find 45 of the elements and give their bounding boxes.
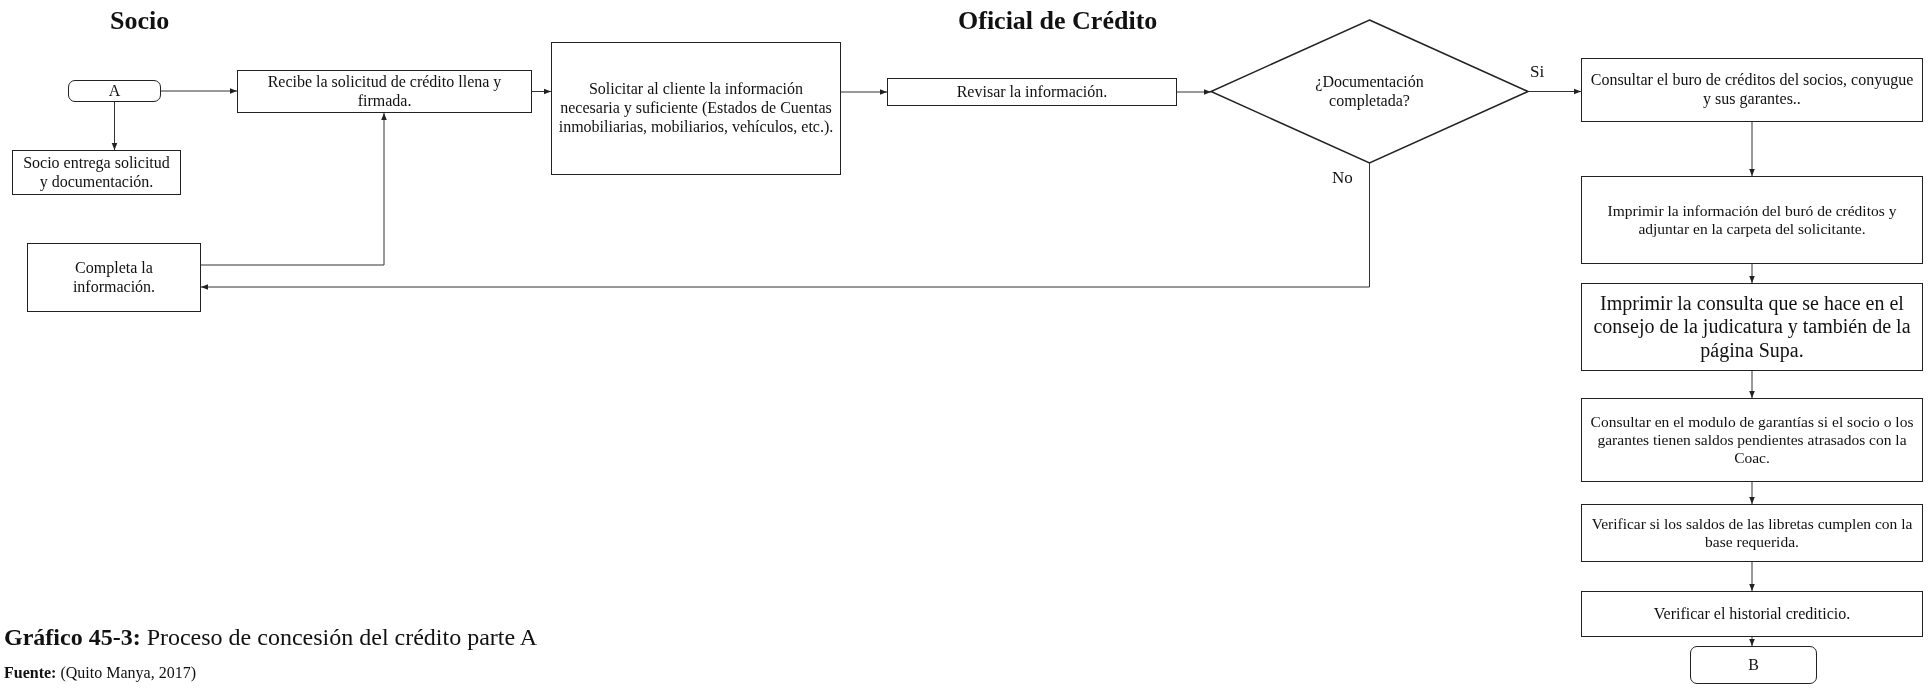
lane-heading: Socio (110, 6, 170, 36)
process-box (551, 42, 841, 175)
terminator-box (68, 80, 161, 102)
step-text: Completa la información. (71, 258, 157, 297)
figure-caption: Gráfico 45-3: Proceso de concesión del crédito parte A (4, 624, 538, 651)
process-box (1581, 398, 1923, 482)
arrow (1749, 121, 1755, 177)
arrow (1176, 89, 1212, 95)
arrow (160, 88, 238, 94)
process-box (1581, 58, 1923, 122)
process-box (1581, 283, 1923, 371)
terminator-box (1690, 646, 1817, 684)
step-text: Recibe la solicitud de crédito llena y firmada. (266, 72, 503, 111)
source-note: Fuente: (Quito Manya, 2017) (4, 664, 196, 682)
arrow (1749, 561, 1755, 592)
process-box (1581, 176, 1923, 264)
arrow (531, 88, 552, 95)
step-text: Imprimir la información del buró de créditos y adjuntar en la carpeta del solicitante. (1606, 201, 1898, 239)
arrow (1749, 263, 1755, 284)
step-text: ¿Documentación completada? (1314, 72, 1425, 111)
process-box (27, 243, 201, 312)
step-text: Socio entrega solicitud y documentación. (22, 153, 171, 192)
step-text: Solicitar al cliente la información necesaria y suficiente (Estados de Cuentas inmobiliarias, mobiliarios, vehículos, etc.). (558, 80, 834, 137)
step-text: Imprimir la consulta que se hace en el consejo de la judicatura y también de la página Supa. (1592, 291, 1912, 363)
step-text: Verificar si los saldos de las libretas cumplen con la base requerida. (1590, 514, 1914, 552)
process-box (12, 150, 181, 195)
process-box (1581, 591, 1923, 637)
arrow (840, 89, 888, 95)
process-box (887, 78, 1177, 106)
step-text: Verificar el historial crediticio. (1653, 604, 1851, 624)
arrow (200, 162, 1370, 290)
arrow (200, 112, 387, 266)
arrow (1749, 481, 1755, 505)
arrow (1749, 636, 1755, 647)
process-box (1581, 504, 1923, 562)
arrow (111, 101, 118, 151)
step-text: Consultar en el modulo de garantías si el socio o los garantes tienen saldos pendientes atrasados con la Coac. (1589, 412, 1915, 468)
step-text: B (1748, 655, 1759, 675)
arrow (1749, 370, 1755, 399)
lane-heading: Oficial de Crédito (958, 6, 1158, 36)
step-text: Revisar la información. (956, 82, 1108, 102)
step-text: Consultar el buro de créditos del socios, conyugue y sus garantes.. (1589, 71, 1915, 109)
arrow (1527, 88, 1582, 95)
process-box (237, 70, 532, 113)
step-text: A (108, 81, 121, 101)
